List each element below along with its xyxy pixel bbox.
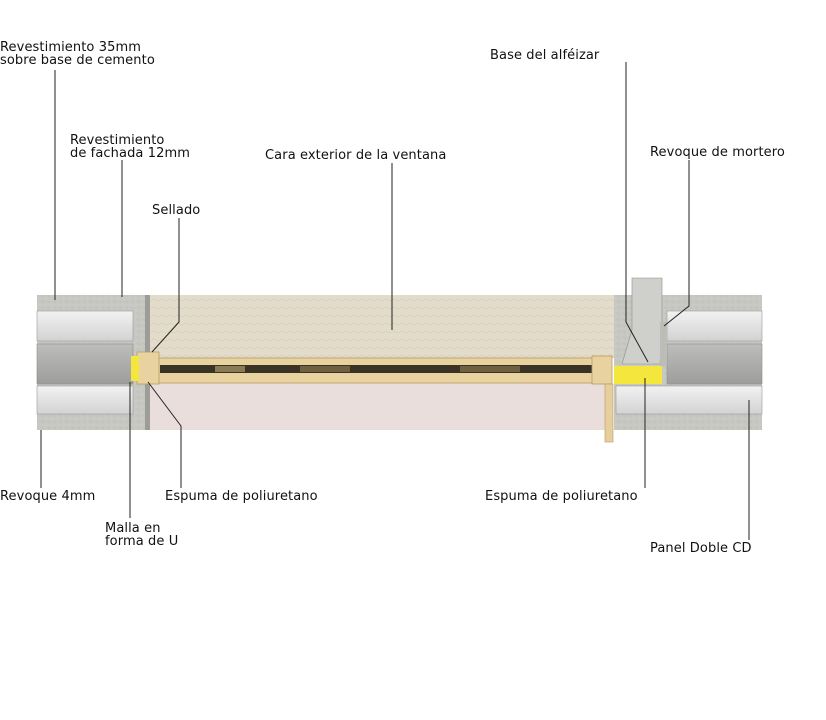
leader-revoque-mortero [663, 160, 690, 327]
right-wall-panel-middle [666, 343, 763, 385]
leader-sellado [151, 218, 180, 353]
leader-lines [40, 62, 750, 540]
right-wall-section [614, 277, 763, 430]
label-revestimiento-fachada: Revestimiento de fachada 12mm [70, 133, 190, 161]
right-frame-jamb [591, 355, 613, 385]
right-foam [614, 366, 662, 384]
mortar-render [660, 322, 667, 366]
glazing-spacer [300, 366, 350, 372]
left-frame-jamb [136, 351, 160, 385]
right-wall-panel-bottom [615, 385, 763, 415]
label-sellado: Sellado [152, 203, 201, 218]
interior-plaster [150, 383, 612, 430]
label-revoque-4mm: Revoque 4mm [0, 489, 96, 504]
label-malla-u: Malla en forma de U [105, 521, 179, 549]
exterior-face [150, 295, 628, 358]
right-frame-stop [604, 383, 614, 443]
window-frame [136, 351, 614, 443]
left-wall-panel-top [36, 310, 134, 342]
label-espuma-der: Espuma de poliuretano [485, 489, 638, 504]
label-panel-doble: Panel Doble CD [650, 541, 752, 556]
label-base-alfeizar: Base del alféizar [490, 48, 600, 63]
left-wall-section [36, 295, 151, 430]
glazing-spacer [460, 366, 520, 372]
label-revestimiento-35: Revestimiento 35mm sobre base de cemento [0, 40, 155, 68]
label-revoque-mortero: Revoque de mortero [650, 145, 785, 160]
glazing-spacer [215, 366, 245, 372]
left-wall-panel-middle [36, 343, 134, 385]
window-opening [150, 295, 628, 430]
left-wall-panel-bottom [36, 385, 134, 415]
label-cara-exterior: Cara exterior de la ventana [265, 148, 447, 163]
label-espuma-izq: Espuma de poliuretano [165, 489, 318, 504]
left-foam [131, 356, 139, 381]
leader-base-alfeizar [625, 62, 649, 363]
window-glazing-bar [160, 365, 592, 373]
leader-espuma-izq [147, 381, 182, 488]
right-wall-panel-top [666, 310, 763, 342]
